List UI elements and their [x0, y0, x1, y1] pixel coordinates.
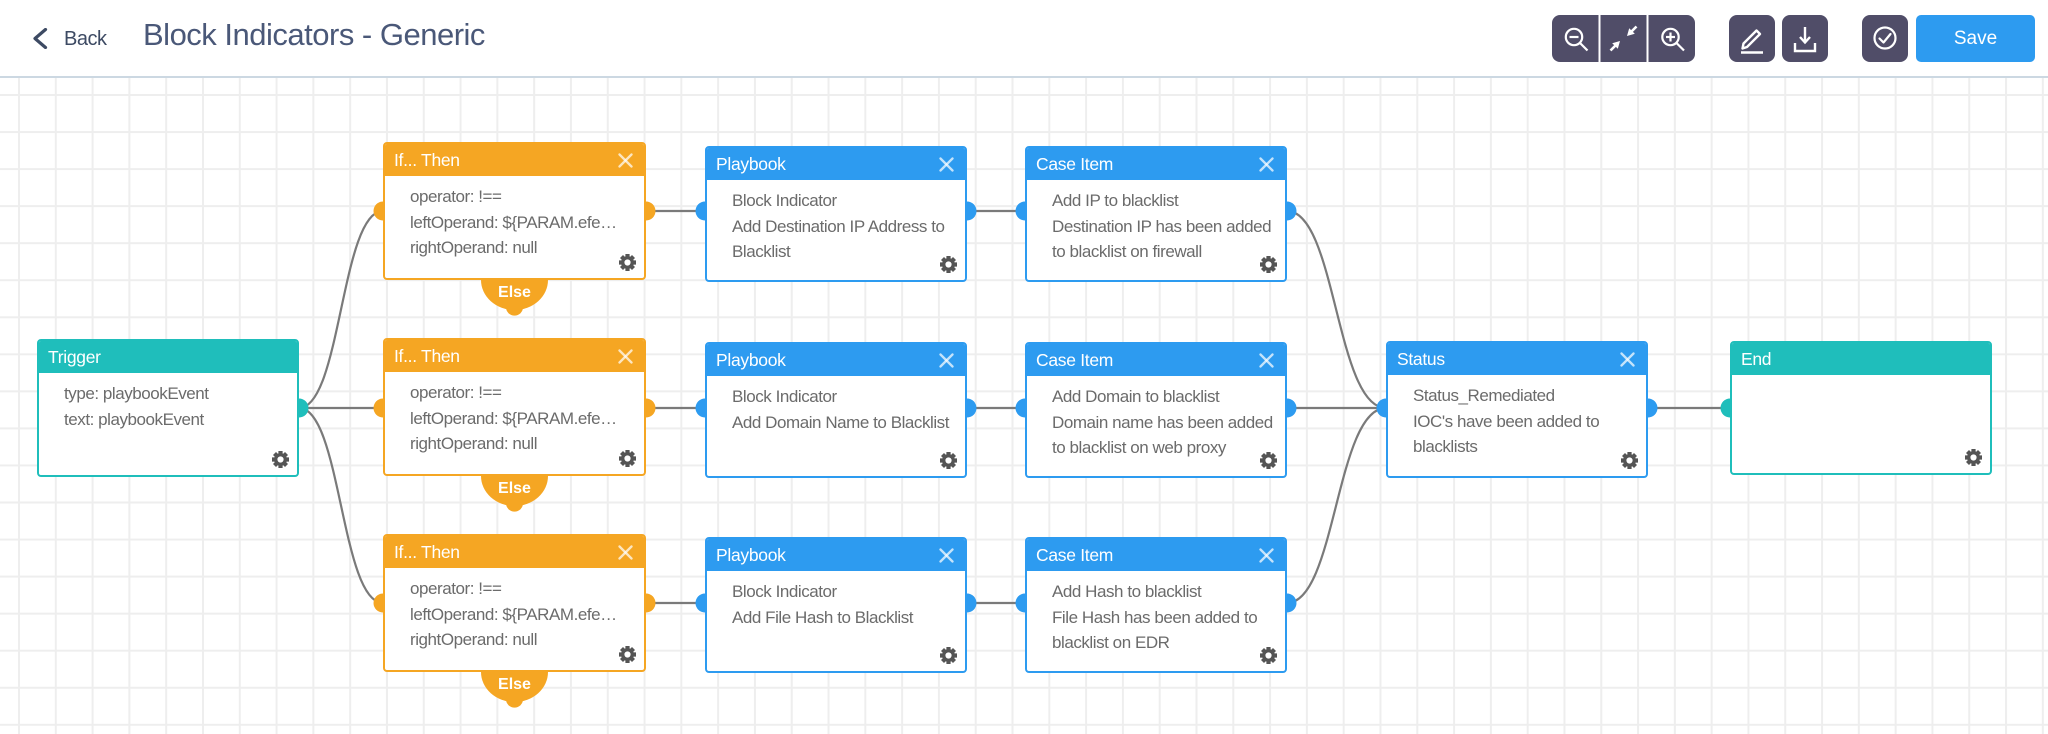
svg-text:Else: Else	[498, 676, 531, 693]
svg-text:Else: Else	[498, 284, 531, 301]
svg-text:Else: Else	[498, 480, 531, 497]
